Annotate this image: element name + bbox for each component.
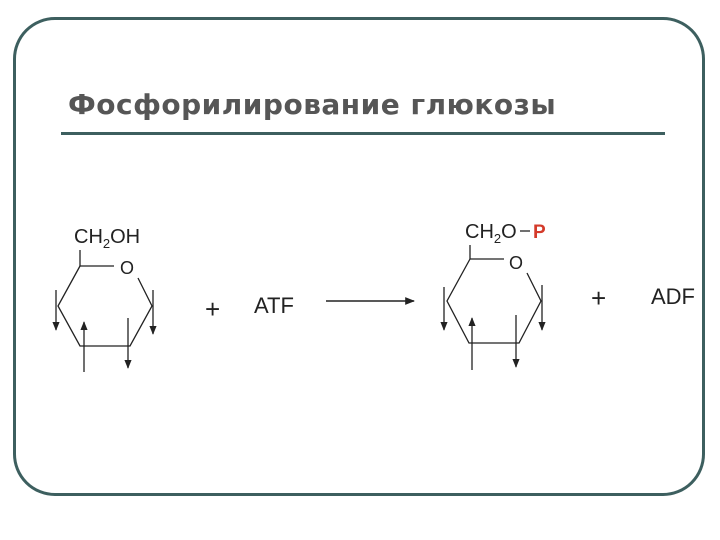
slide-title: Фосфорилирование глюкозы	[68, 88, 557, 121]
product-ring-oxygen: O	[509, 253, 523, 273]
glucose-ring-oxygen: O	[120, 258, 134, 278]
glucose-ch2oh-label: CH2OH	[74, 226, 140, 251]
title-underline	[61, 132, 665, 135]
phosphate-label: P	[533, 222, 546, 243]
atf-label: ATF	[254, 293, 294, 318]
slide-frame	[13, 17, 705, 496]
product-ch2o-label: CH2O	[465, 221, 517, 246]
glucose-molecule: CH2OH O	[52, 226, 157, 372]
glucose-ring	[57, 265, 153, 347]
plus-sign-2: +	[591, 283, 606, 313]
adf-label: ADF	[651, 284, 695, 309]
product-ring	[446, 258, 542, 344]
glucose-6-phosphate-molecule: CH2O P O	[440, 221, 546, 370]
plus-sign-1: +	[205, 294, 220, 324]
